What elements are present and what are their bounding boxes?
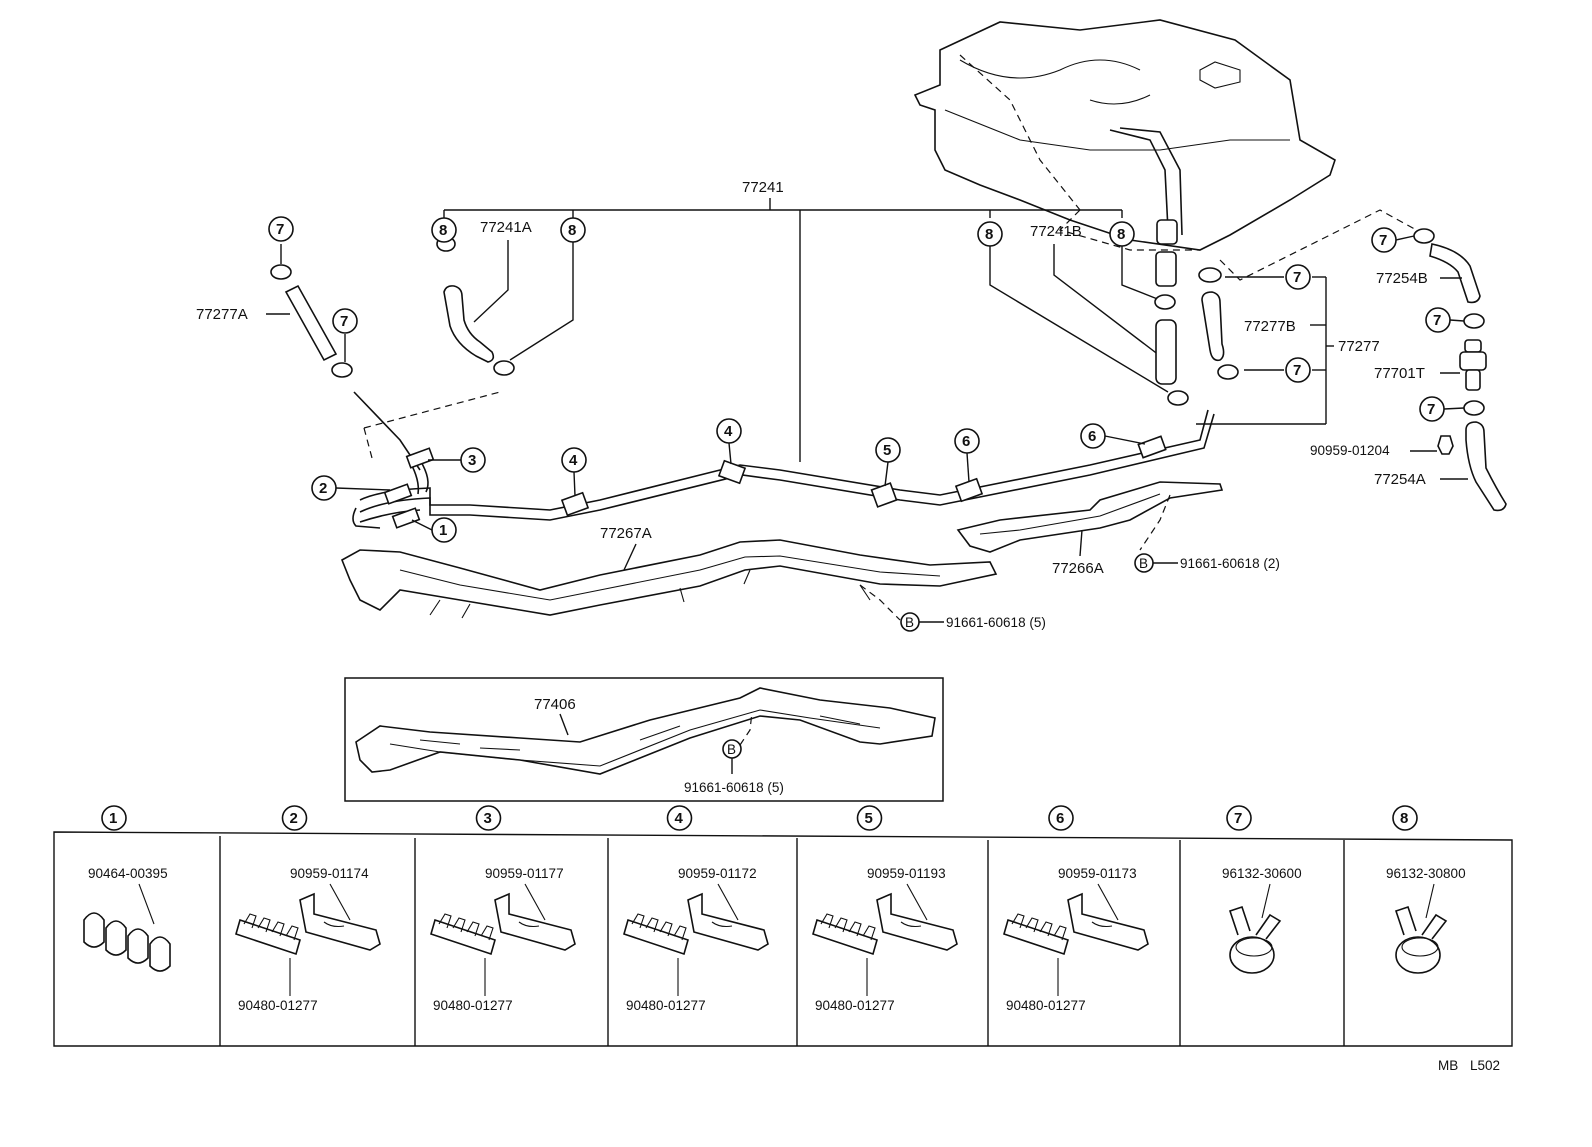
clamp-leaders <box>335 235 1465 531</box>
svg-text:8: 8 <box>439 222 447 239</box>
label-inset-bolt: 91661-60618 (5) <box>684 780 784 795</box>
legend-number: 5 <box>865 810 873 827</box>
legend-cell-7: 7 96132-30600 <box>1222 805 1302 974</box>
svg-text:3: 3 <box>468 452 476 469</box>
footer-code-right: L502 <box>1470 1058 1500 1073</box>
legend-number-circle <box>281 805 308 831</box>
legend-part-number: 90480-01277 <box>626 998 706 1013</box>
legend-number: 1 <box>109 810 117 827</box>
inset-box <box>344 677 944 802</box>
svg-text:B: B <box>905 615 914 630</box>
svg-text:6: 6 <box>1088 428 1096 445</box>
protector-77267A-drawing <box>340 539 998 619</box>
legend-number-circle <box>101 805 127 831</box>
label-assembly-77277: 77277 <box>1338 338 1380 355</box>
legend-number-circle <box>666 805 693 831</box>
legend-part-number: 90480-01277 <box>433 998 513 1013</box>
legend-number-circle <box>475 805 502 831</box>
svg-text:7: 7 <box>1293 362 1301 379</box>
svg-text:7: 7 <box>1433 312 1441 329</box>
legend-number-circle <box>1226 805 1252 831</box>
svg-text:1: 1 <box>439 522 447 539</box>
legend-part-number: 96132-30800 <box>1386 866 1466 881</box>
legend-part-number: 90959-01173 <box>1058 866 1137 881</box>
assembly-leader-lines <box>443 198 1123 462</box>
far-right-parts-drawing <box>1413 228 1507 512</box>
legend-part-number: 90480-01277 <box>1006 998 1086 1013</box>
svg-text:B: B <box>1139 556 1148 571</box>
legend-cell-6: 6 90959-01173 90480-01277 <box>1003 805 1149 1013</box>
label-protector-77266A: 77266A <box>1052 560 1104 577</box>
svg-text:5: 5 <box>883 442 891 459</box>
label-main-assembly: 77241 <box>742 179 784 196</box>
hose-77241B-drawing <box>1154 294 1189 406</box>
legend-cell-2: 2 90959-01174 90480-01277 <box>235 805 381 1013</box>
svg-text:4: 4 <box>569 452 578 469</box>
svg-text:7: 7 <box>340 313 348 330</box>
legend-part-number: 90464-00395 <box>88 866 168 881</box>
label-clip-90959-01204: 90959-01204 <box>1310 443 1390 458</box>
label-hose-77254A: 77254A <box>1374 471 1426 488</box>
svg-text:B: B <box>727 742 736 757</box>
svg-text:8: 8 <box>985 226 993 243</box>
hose-77241A-drawing <box>436 236 515 376</box>
legend-part-number: 96132-30600 <box>1222 866 1302 881</box>
legend-part-number: 90480-01277 <box>238 998 318 1013</box>
svg-text:2: 2 <box>319 480 327 497</box>
legend-table: 1 90464-00395 2 90959-01174 90480-01277 3 9095… <box>53 805 1513 1047</box>
legend-cell-3: 3 90959-01177 90480-01277 <box>430 805 576 1013</box>
svg-text:8: 8 <box>568 222 576 239</box>
label-inset-part: 77406 <box>534 696 576 713</box>
pipe-clamps <box>383 435 1167 529</box>
legend-number-circle <box>1392 805 1418 831</box>
legend-part-number: 90959-01174 <box>290 866 369 881</box>
legend-part-number: 90959-01193 <box>867 866 946 881</box>
protector-77266A-drawing <box>956 481 1224 553</box>
svg-text:6: 6 <box>962 433 970 450</box>
legend-cell-5: 5 90959-01193 90480-01277 <box>812 805 958 1013</box>
bolt-callout-center: B 91661-60618 (5) <box>900 612 1046 632</box>
legend-number-circle <box>856 805 883 831</box>
legend-part-number: 90959-01172 <box>678 866 757 881</box>
legend-part-number: 90480-01277 <box>815 998 895 1013</box>
svg-text:7: 7 <box>276 221 284 238</box>
label-hose-a: 77241A <box>480 219 532 236</box>
legend-number: 7 <box>1234 810 1242 827</box>
footer-code-left: MB <box>1438 1058 1458 1073</box>
bolt-callout-right: B 91661-60618 (2) <box>1134 553 1280 573</box>
svg-text:4: 4 <box>724 423 733 440</box>
legend-part-number: 90959-01177 <box>485 866 564 881</box>
label-hose-b: 77241B <box>1030 223 1082 240</box>
label-protector-77267A: 77267A <box>600 525 652 542</box>
label-hose-77254B: 77254B <box>1376 270 1428 287</box>
label-tube-77277A: 77277A <box>196 306 248 323</box>
legend-number-circle <box>1048 805 1074 831</box>
legend-cell-8: 8 96132-30800 <box>1386 805 1466 974</box>
legend-number: 4 <box>675 810 684 827</box>
legend-number: 8 <box>1400 810 1408 827</box>
label-bolt-right: 91661-60618 (2) <box>1180 556 1280 571</box>
legend-cell-1: 1 90464-00395 <box>83 805 171 972</box>
legend-number: 6 <box>1056 810 1064 827</box>
svg-text:7: 7 <box>1427 401 1435 418</box>
legend-number: 2 <box>290 810 298 827</box>
fuel-tank-drawing <box>913 19 1421 287</box>
legend-frame <box>53 831 1513 1047</box>
legend-cell-4: 4 90959-01172 90480-01277 <box>623 805 769 1013</box>
tube-77277B-drawing <box>1198 267 1239 380</box>
right-hose-group-lines <box>1196 276 1334 425</box>
label-tube-77277B: 77277B <box>1244 318 1296 335</box>
svg-text:8: 8 <box>1117 226 1125 243</box>
tube-77277A-drawing <box>270 264 421 471</box>
svg-text:7: 7 <box>1379 232 1387 249</box>
legend-number: 3 <box>484 810 492 827</box>
label-valve-77701T: 77701T <box>1374 365 1425 382</box>
label-bolt-center: 91661-60618 (5) <box>946 615 1046 630</box>
svg-text:7: 7 <box>1293 269 1301 286</box>
